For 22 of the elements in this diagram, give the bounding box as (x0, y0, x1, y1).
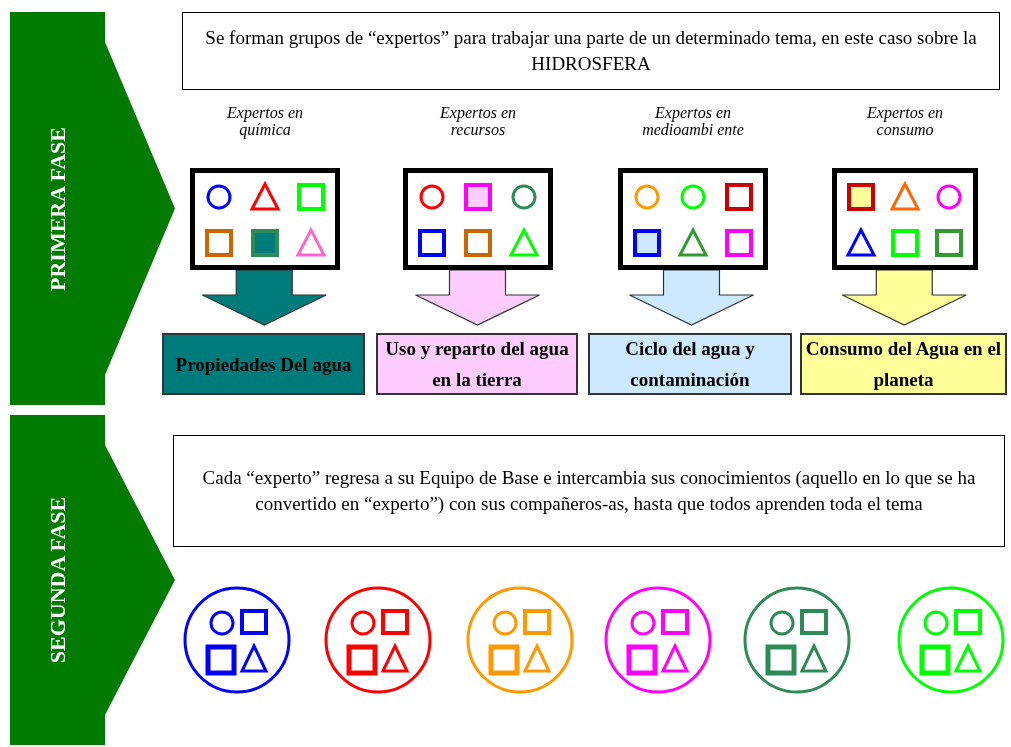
block-arrow (841, 269, 967, 326)
group-heading: Expertos en medioambi ente (641, 104, 745, 138)
description-box: Cada “experto” regresa a su Equipo de Base e intercambia sus conocimientos (aquello en lo que se ha convertido en “experto”) con sus compañeros-as, hasta que todos aprenden toda el tema (173, 435, 1005, 547)
description-box: Se forman grupos de “expertos” para trabajar una parte de un determinado tema, en este caso sobre la HIDROSFERA (182, 12, 1000, 90)
group-heading: Expertos en recursos (439, 104, 517, 138)
topic-box: Propiedades Del agua (162, 333, 365, 395)
base-team-circle (182, 585, 292, 695)
phase-label: SEGUNDA FASE (43, 496, 71, 664)
phase-label: PRIMERA FASE (43, 126, 71, 291)
block-arrow (414, 269, 541, 326)
topic-box: Uso y reparto del agua en la tierra (376, 333, 578, 395)
base-team-circle (323, 585, 433, 695)
group-heading: Expertos en química (226, 104, 304, 138)
base-team-circle (465, 585, 575, 695)
block-arrow (201, 269, 327, 326)
topic-box: Ciclo del agua y contaminación (588, 333, 792, 395)
base-team-circle (742, 585, 852, 695)
group-heading: Expertos en consumo (866, 104, 944, 138)
topic-box: Consumo del Agua en el planeta (800, 333, 1007, 395)
block-arrow (628, 269, 755, 326)
base-team-circle (896, 585, 1006, 695)
base-team-circle (603, 585, 713, 695)
